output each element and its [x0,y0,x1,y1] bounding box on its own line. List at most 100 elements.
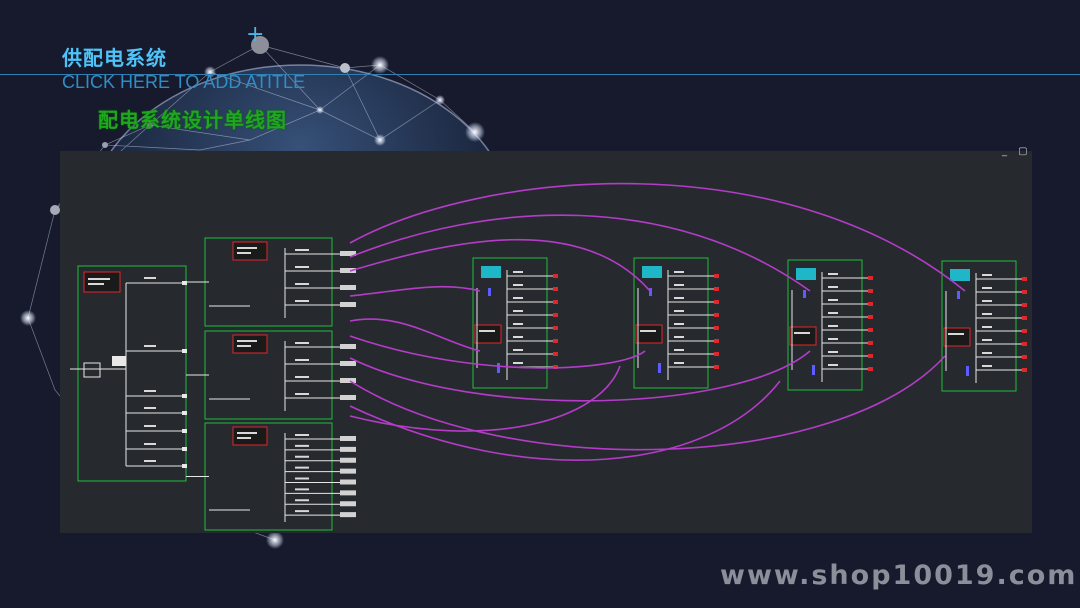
page-title[interactable]: 供配电系统 [62,46,167,70]
red-terminal [553,300,558,304]
outgoing-tag [340,395,356,400]
feeder-end [182,349,187,353]
circuit-label [982,287,992,289]
main-panel-label-text [88,283,104,285]
feeder-end [182,464,187,468]
outgoing-feeder-label [295,455,309,458]
circuit-label [674,323,684,325]
red-terminal [1022,368,1027,372]
connector-arc [349,318,481,352]
red-terminal [553,274,558,278]
outgoing-tag [340,361,356,366]
outgoing-tag [340,457,356,463]
feeder-label [144,345,156,347]
red-terminal [868,289,873,293]
connector-arc [349,380,781,461]
circuit-label [674,362,684,364]
red-terminal [553,313,558,317]
window-controls[interactable]: _ ▢ [1002,146,1032,157]
outgoing-tag [340,285,356,290]
red-terminal [868,276,873,280]
cyan-meter-block [481,266,501,278]
sub-panel-label-text [237,340,257,342]
outgoing-tag [340,251,356,256]
red-terminal [553,339,558,343]
outgoing-tag [340,512,356,518]
feeder-end [182,411,187,415]
outgoing-feeder-label [295,477,309,480]
feeder-label [144,277,156,279]
single-line-diagram [70,182,1027,531]
red-terminal [1022,316,1027,320]
distribution-box-label-text [640,330,656,332]
red-terminal [868,341,873,345]
red-terminal [1022,355,1027,359]
outgoing-tag [340,378,356,383]
cyan-meter-block [950,269,970,281]
outgoing-tag [340,436,356,441]
outgoing-feeder-label [295,466,309,469]
sub-panel-label-text [237,437,251,439]
circuit-label [828,286,838,288]
feeder-end [182,281,187,285]
feeder-label [144,443,156,445]
outgoing-tag [340,468,356,474]
red-terminal [714,326,719,330]
outgoing-tag [340,268,356,273]
circuit-label [674,284,684,286]
circuit-label [982,274,992,276]
feeder-label [144,390,156,392]
sub-panel-label-box [232,241,268,261]
red-terminal [553,352,558,356]
circuit-label [513,323,523,325]
transformer-symbol [83,362,101,378]
sub-panel-label-text [237,345,251,347]
cyan-meter-block [642,266,662,278]
red-terminal [868,367,873,371]
outgoing-feeder-label [295,342,309,344]
distribution-box-frame [941,260,1017,392]
connector-arc [349,365,621,432]
circuit-label [513,297,523,299]
meter-symbol [112,356,126,366]
red-terminal [1022,277,1027,281]
connector-arc [349,214,811,292]
circuit-label [513,349,523,351]
page-subtitle-placeholder[interactable]: CLICK HERE TO ADD ATITLE [62,72,306,92]
circuit-label [513,310,523,312]
red-terminal [714,300,719,304]
distribution-box-label-text [948,333,964,335]
outgoing-tag [340,302,356,307]
sub-panel-label-text [237,432,257,434]
circuit-label [828,325,838,327]
feeder-end [182,447,187,451]
red-terminal [714,339,719,343]
connector-arc [349,182,966,292]
header-divider-line [0,74,1080,75]
feeder-end [182,429,187,433]
outgoing-tag [340,446,356,452]
blue-breaker [497,363,500,373]
circuit-label [982,300,992,302]
circuit-label [513,336,523,338]
outgoing-feeder-label [295,376,309,378]
red-terminal [714,313,719,317]
connector-arc [349,355,946,451]
feeder-label [144,460,156,462]
blue-breaker [966,366,969,376]
red-terminal [1022,342,1027,346]
distribution-box-label-text [479,330,495,332]
red-terminal [714,274,719,278]
plus-icon: + [246,22,265,47]
circuit-label [674,297,684,299]
outgoing-feeder-label [295,359,309,361]
distribution-box-frame [787,259,863,391]
red-terminal [714,287,719,291]
outgoing-tag [340,501,356,507]
red-terminal [1022,290,1027,294]
red-terminal [868,302,873,306]
blue-breaker [658,363,661,373]
outgoing-feeder-label [295,444,309,447]
blue-breaker [957,291,960,299]
blue-breaker [488,288,491,296]
